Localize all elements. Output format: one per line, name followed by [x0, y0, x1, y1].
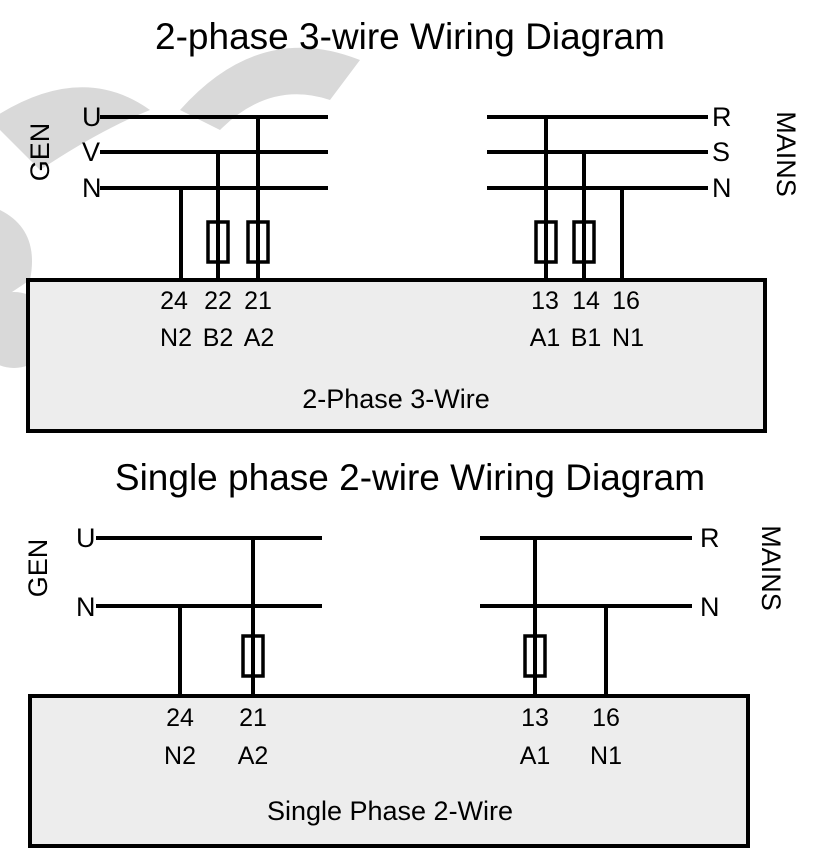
- gen-line-label-u: U: [82, 102, 102, 132]
- watermark: [0, 47, 360, 368]
- gen-line-label-v: V: [82, 137, 100, 167]
- terminal-number: 13: [531, 287, 559, 315]
- mains-label: MAINS: [756, 525, 786, 611]
- terminal-name: A1: [530, 324, 561, 352]
- terminal-number: 13: [521, 704, 549, 732]
- terminal-number: 24: [166, 704, 194, 732]
- terminal-number: 24: [160, 287, 188, 315]
- terminal-name: A2: [244, 324, 275, 352]
- gen-line-label-n: N: [82, 173, 102, 203]
- mains-line-label-r: R: [700, 523, 720, 553]
- terminal-number: 21: [239, 704, 267, 732]
- terminal-name: N1: [590, 742, 622, 770]
- mains-label: MAINS: [771, 111, 801, 197]
- mains-line-label-s: S: [712, 137, 730, 167]
- terminal-number: 16: [592, 704, 620, 732]
- device-box: [28, 694, 750, 848]
- gen-line-label-u: U: [76, 523, 96, 553]
- terminal-number: 14: [572, 287, 600, 315]
- terminal-name: N2: [164, 742, 196, 770]
- gen-line-label-n: N: [76, 592, 96, 622]
- device-box: [26, 278, 767, 433]
- mains-line-label-r: R: [712, 102, 732, 132]
- mains-line-label-n: N: [700, 592, 720, 622]
- terminal-name: B1: [571, 324, 602, 352]
- device-box-label: Single Phase 2-Wire: [267, 796, 513, 826]
- terminal-number: 16: [612, 287, 640, 315]
- terminal-name: N2: [160, 324, 192, 352]
- terminal-number: 21: [244, 287, 272, 315]
- diagram-title: Single phase 2-wire Wiring Diagram: [115, 457, 705, 498]
- terminal-name: A1: [520, 742, 551, 770]
- mains-line-label-n: N: [712, 173, 732, 203]
- terminal-name: A2: [238, 742, 269, 770]
- device-box-label: 2-Phase 3-Wire: [302, 384, 490, 414]
- terminal-number: 22: [204, 287, 232, 315]
- diagram-title: 2-phase 3-wire Wiring Diagram: [155, 16, 665, 57]
- terminal-name: N1: [612, 324, 644, 352]
- diagram-2-phase-3-wire: 2-phase 3-wire Wiring Diagram GEN MAINS …: [25, 16, 801, 433]
- diagram-single-phase-2-wire: Single phase 2-wire Wiring Diagram GEN M…: [23, 457, 786, 848]
- terminal-name: B2: [203, 324, 234, 352]
- gen-label: GEN: [25, 123, 55, 182]
- gen-label: GEN: [23, 539, 53, 598]
